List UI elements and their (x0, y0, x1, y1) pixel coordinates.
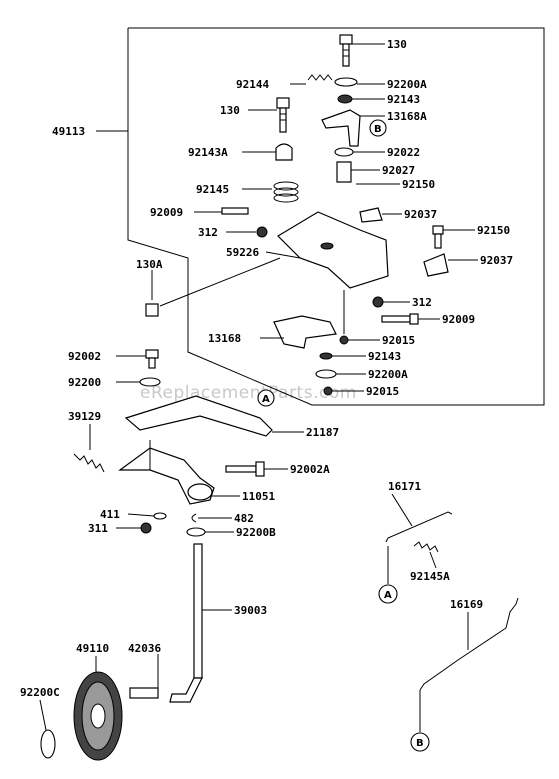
label-16169: 16169 (450, 598, 483, 611)
bolt-92002A (225, 461, 288, 477)
label-92200B: 92200B (236, 526, 276, 539)
label-92002: 92002 (68, 350, 101, 363)
label-11051: 11051 (242, 490, 275, 503)
label-59226: 59226 (226, 246, 259, 259)
label-312-right: 312 (412, 296, 432, 309)
washer-92200B (186, 527, 206, 537)
label-92145: 92145 (196, 183, 229, 196)
label-92002A: 92002A (290, 463, 330, 476)
label-92037-right: 92037 (480, 254, 513, 267)
ref-b-upper (369, 119, 387, 137)
bolt-130-top (339, 34, 385, 67)
bolt-92150-right (432, 225, 475, 249)
label-92200A-top: 92200A (387, 78, 427, 91)
label-312-left: 312 (198, 226, 218, 239)
label-92150-right: 92150 (477, 224, 510, 237)
lever-11051 (187, 483, 213, 501)
plate-59226 (277, 211, 389, 289)
bolt-92002 (116, 349, 159, 369)
shaft-39003 (169, 543, 232, 703)
washer-92022 (334, 147, 354, 157)
spring-92145A (413, 541, 439, 569)
gear-49110 (73, 656, 123, 761)
spacer-92143-low (319, 352, 333, 360)
label-130-top: 130 (387, 38, 407, 51)
label-92022: 92022 (387, 146, 420, 159)
label-92009-right: 92009 (442, 313, 475, 326)
nut-92015-top (339, 335, 349, 345)
ref-a-upper-label: A (262, 394, 270, 405)
bolt-130-mid (248, 97, 290, 133)
label-92145A: 92145A (410, 570, 450, 583)
label-92143-top: 92143 (387, 93, 420, 106)
label-92143-low: 92143 (368, 350, 401, 363)
rod-16171 (385, 493, 453, 584)
lever-13168 (273, 315, 337, 349)
bracket-92037-right (423, 253, 449, 277)
label-49113: 49113 (52, 125, 85, 138)
cap-92143A (275, 143, 293, 161)
label-411: 411 (100, 508, 120, 521)
assembly-outline (127, 27, 545, 406)
nut-312-right (372, 296, 384, 308)
washer-411 (153, 512, 167, 520)
label-130-mid: 130 (220, 104, 240, 117)
ref-b-lower-label: B (416, 738, 424, 749)
nut-312-left (256, 226, 268, 238)
washer-92200A-low (315, 369, 337, 379)
label-92143A: 92143A (188, 146, 228, 159)
bolt-92009-left (194, 207, 249, 215)
label-92015-low: 92015 (366, 385, 399, 398)
washer-92200A-top (334, 77, 358, 87)
ref-a-upper (257, 389, 275, 407)
lever-13168A (321, 109, 361, 147)
pin-42036 (129, 654, 159, 699)
label-482: 482 (234, 512, 254, 525)
clip-482 (191, 513, 197, 523)
label-49110: 49110 (76, 642, 109, 655)
label-13168: 13168 (208, 332, 241, 345)
label-21187: 21187 (306, 426, 339, 439)
label-16171: 16171 (388, 480, 421, 493)
nut-92015-low (323, 386, 333, 396)
spacer-92143-top (337, 94, 353, 104)
label-39129: 39129 (68, 410, 101, 423)
label-92200: 92200 (68, 376, 101, 389)
ref-b-upper-label: B (374, 124, 382, 135)
ref-a-lower-label: A (384, 590, 392, 601)
label-92200C: 92200C (20, 686, 60, 699)
washer-92200C (40, 729, 56, 759)
bolt-92009-right (381, 313, 440, 325)
label-92037-mid: 92037 (404, 208, 437, 221)
nut-311 (140, 522, 152, 534)
washer-92200 (139, 377, 161, 387)
label-311: 311 (88, 522, 108, 535)
bushing-92027 (336, 161, 352, 183)
spring-92144 (290, 74, 333, 85)
lever-21187 (124, 395, 273, 437)
label-92150-top: 92150 (402, 178, 435, 191)
label-92200A-low: 92200A (368, 368, 408, 381)
ref-b-lower (410, 732, 430, 752)
spring-39129 (73, 424, 105, 473)
label-92015-top: 92015 (382, 334, 415, 347)
label-92144: 92144 (236, 78, 269, 91)
ref-a-lower (378, 584, 398, 604)
label-130A: 130A (136, 258, 163, 271)
label-92009-left: 92009 (150, 206, 183, 219)
bracket-92037-mid (359, 207, 383, 223)
spring-92145 (242, 181, 299, 203)
label-42036: 42036 (128, 642, 161, 655)
rod-16169 (419, 597, 519, 732)
label-13168A: 13168A (387, 110, 427, 123)
label-92027: 92027 (382, 164, 415, 177)
bolt-130A (145, 257, 281, 317)
label-39003: 39003 (234, 604, 267, 617)
